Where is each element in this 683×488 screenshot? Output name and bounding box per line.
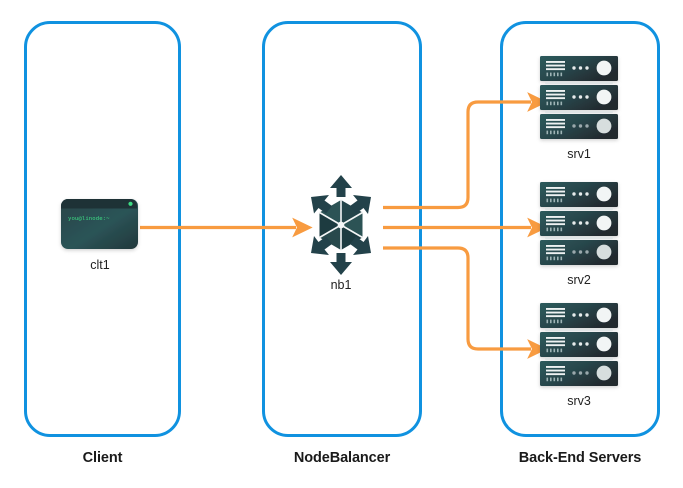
server-rack-icon — [540, 303, 618, 386]
zone-label-client: Client — [82, 450, 123, 466]
server-connector-bars — [545, 328, 613, 361]
node-srv1[interactable] — [538, 55, 620, 140]
server-unit-details — [546, 186, 612, 261]
terminal-window-icon: you@linode:~ — [61, 199, 138, 249]
nodebalancer-hexagon-icon — [311, 175, 371, 275]
hexagon-outer-arrows — [311, 175, 371, 275]
node-srv3[interactable] — [538, 302, 620, 387]
zone-label-balancer: NodeBalancer — [293, 450, 391, 466]
node-nb1[interactable] — [295, 173, 387, 277]
node-label-clt1: clt1 — [90, 258, 110, 272]
server-unit-details — [546, 60, 612, 135]
server-connector-bars — [545, 81, 613, 114]
arrow-nb1-to-srv3 — [383, 246, 548, 359]
server-unit-details — [546, 307, 612, 382]
node-label-srv3: srv3 — [567, 394, 591, 408]
server-rack-icon — [540, 182, 618, 265]
server-rack-icon — [540, 56, 618, 139]
terminal-status-dot — [128, 201, 133, 206]
node-srv2[interactable] — [538, 181, 620, 266]
node-clt1[interactable]: you@linode:~ — [60, 198, 140, 251]
node-label-nb1: nb1 — [330, 278, 352, 292]
hexagon-core — [318, 199, 364, 251]
arrow-nb1-to-srv1 — [383, 92, 548, 210]
zone-label-backend: Back-End Servers — [518, 450, 642, 466]
server-connector-bars — [545, 207, 613, 240]
node-label-srv2: srv2 — [567, 273, 591, 287]
terminal-prompt-text: you@linode:~ — [68, 216, 110, 222]
node-label-srv1: srv1 — [567, 147, 591, 161]
